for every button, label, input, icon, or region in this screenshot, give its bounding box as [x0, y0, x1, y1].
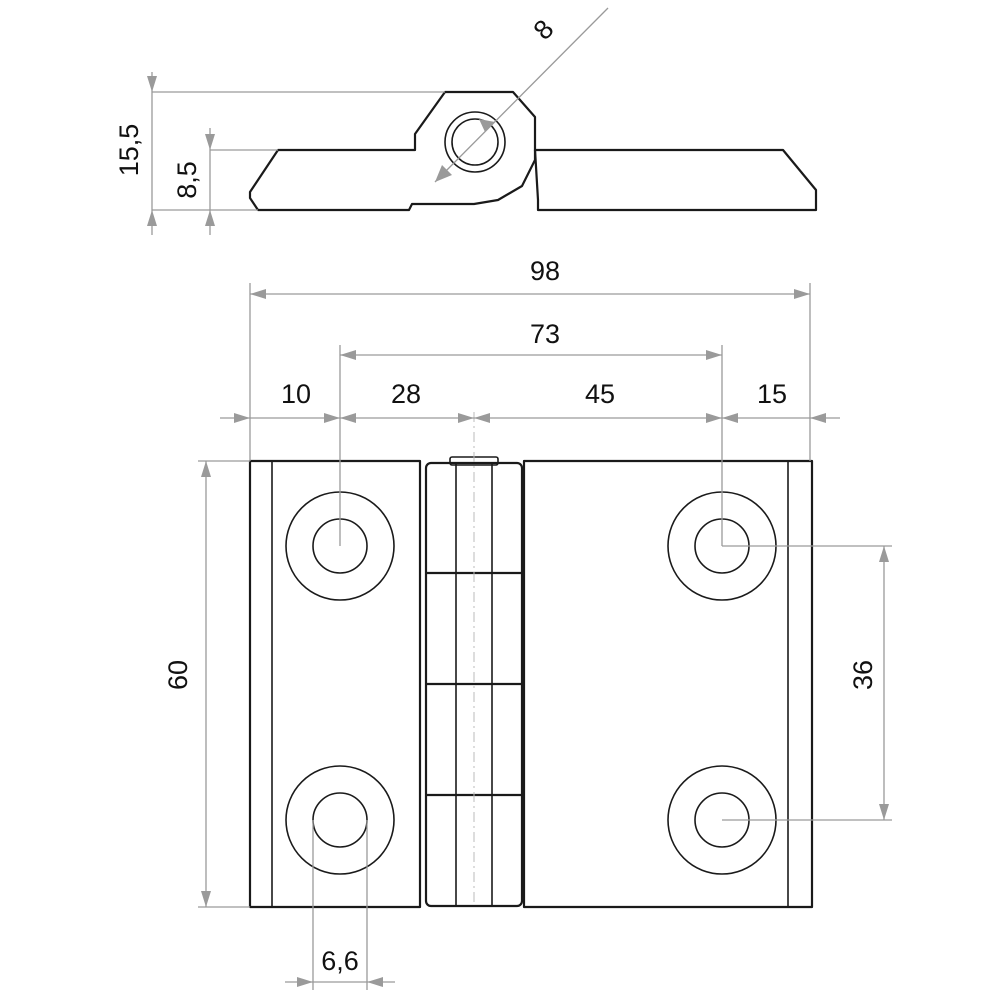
side-left-leaf — [248, 90, 537, 212]
side-right-leaf — [533, 148, 818, 212]
pin-inner-circle — [451, 118, 499, 166]
overall-width-label: 98 — [530, 256, 560, 286]
hole-diameter-label: 6,6 — [321, 946, 359, 976]
pin-diameter-label: 8 — [528, 14, 560, 46]
hole-bottom-left — [285, 765, 395, 875]
hole-spacing-horizontal-label: 73 — [530, 319, 560, 349]
hinge-knuckle — [424, 412, 524, 908]
side-total-height-label: 15,5 — [114, 124, 144, 177]
hole-spacing-vertical-label: 36 — [848, 660, 878, 690]
front-dimensions: 98 73 10 28 45 15 60 36 — [163, 256, 892, 990]
right-hole-to-edge-label: 15 — [757, 379, 787, 409]
front-view — [248, 412, 814, 909]
overall-height-label: 60 — [163, 660, 193, 690]
left-edge-to-hole-label: 10 — [281, 379, 311, 409]
left-leaf — [248, 459, 422, 909]
side-leaf-height-label: 8,5 — [172, 161, 202, 199]
right-leaf — [522, 459, 814, 909]
left-hole-to-axis-label: 28 — [391, 379, 421, 409]
axis-to-right-hole-label: 45 — [585, 379, 615, 409]
pin-diameter-leader — [434, 7, 609, 183]
side-view: 8 15,5 8,5 — [114, 7, 818, 235]
pin-outer-circle — [444, 111, 506, 173]
